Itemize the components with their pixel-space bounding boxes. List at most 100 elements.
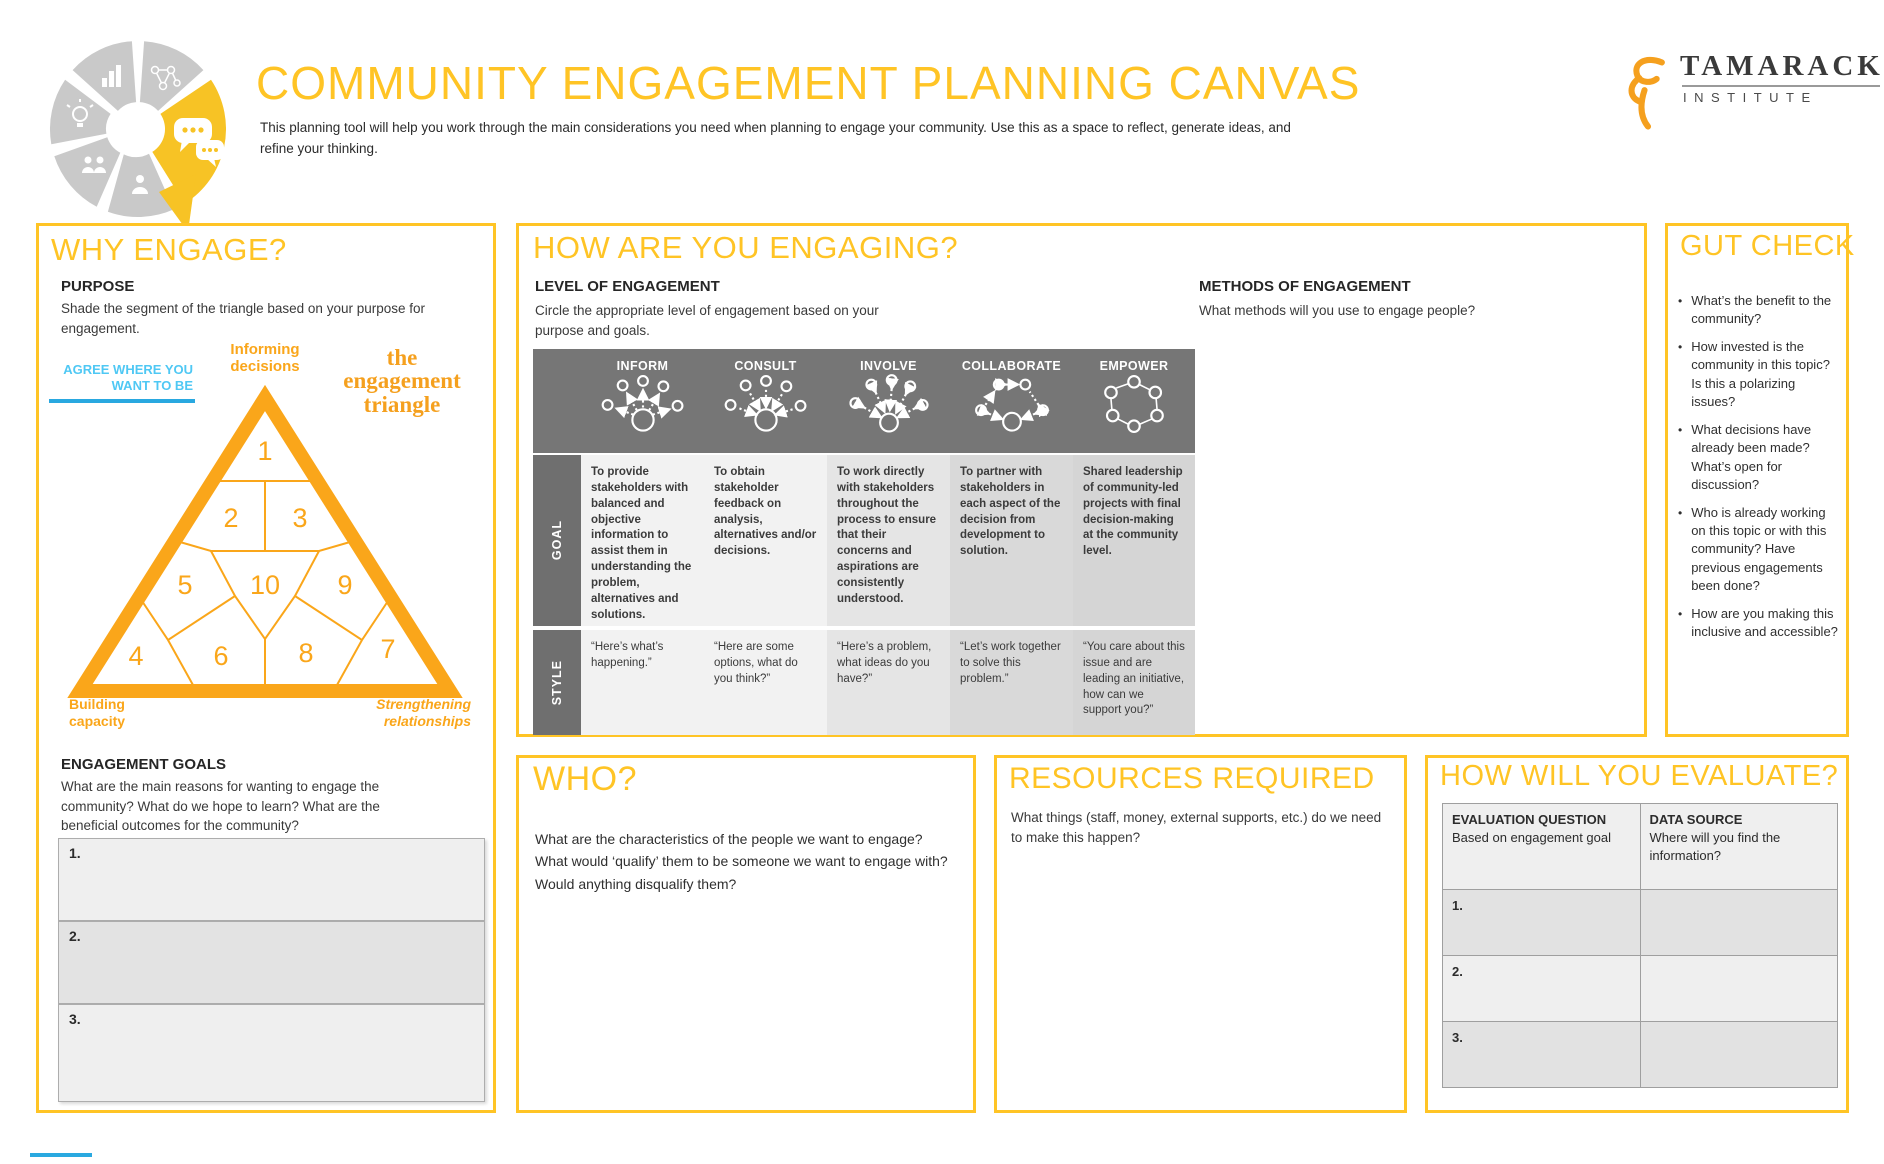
goal-cell-empower: Shared leadership of community-led proje… <box>1073 455 1195 626</box>
engagement-wheel-logo <box>49 41 227 232</box>
triangle-segment-1: 1 <box>257 436 272 466</box>
evaluation-question-input-2[interactable]: 2. <box>1442 955 1641 1022</box>
triangle-bottom-right-label: Strengthening relationships <box>376 696 471 729</box>
data-source-header: DATA SOURCE Where will you find the info… <box>1639 803 1838 890</box>
style-cell-empower: “You care about this issue and are leadi… <box>1073 630 1195 735</box>
triangle-segment-10: 10 <box>250 570 280 600</box>
goal-cell-consult: To obtain stakeholder feedback on analys… <box>704 455 827 626</box>
data-source-input-1[interactable] <box>1639 889 1838 956</box>
bullet-icon: • <box>1678 505 1683 520</box>
column-header-empower: EMPOWER <box>1073 349 1195 453</box>
network-icon <box>150 65 181 91</box>
gut-check-list: •What’s the benefit to the community? •H… <box>1678 292 1840 651</box>
empower-icon <box>1104 375 1164 433</box>
evaluation-question-header: EVALUATION QUESTION Based on engagement … <box>1442 803 1641 890</box>
triangle-segment-6: 6 <box>213 641 228 671</box>
brand-rule <box>1682 85 1880 87</box>
resources-input-area[interactable] <box>1011 868 1391 1098</box>
bullet-icon: • <box>1678 339 1683 354</box>
involve-icon <box>848 374 929 433</box>
data-source-input-3[interactable] <box>1639 1021 1838 1088</box>
bullet-icon: • <box>1678 294 1683 308</box>
purpose-text: Shade the segment of the triangle based … <box>61 301 425 336</box>
wheel-segment <box>72 41 137 111</box>
row-label-style: STYLE <box>533 630 581 735</box>
goal-input-2[interactable]: 2. <box>58 921 485 1004</box>
style-cell-collaborate: “Let’s work together to solve this probl… <box>950 630 1073 735</box>
who-panel: WHO? What are the characteristics of the… <box>516 755 976 1113</box>
gut-check-item: •How invested is the community in this t… <box>1678 338 1840 412</box>
level-heading: LEVEL OF ENGAGEMENT <box>535 278 720 295</box>
gut-check-item: •How are you making this inclusive and a… <box>1678 605 1840 642</box>
evaluate-title: HOW WILL YOU EVALUATE? <box>1440 760 1839 792</box>
triangle-segment-7: 7 <box>380 634 395 664</box>
column-header-inform: INFORM <box>581 349 704 453</box>
methods-input-area[interactable] <box>1199 326 1629 726</box>
gut-check-item: •What decisions have already been made? … <box>1678 421 1840 495</box>
goal-input-1[interactable]: 1. <box>58 838 485 921</box>
column-header-consult: CONSULT <box>704 349 827 453</box>
engagement-goals-heading: ENGAGEMENT GOALS <box>61 756 227 773</box>
engagement-goals-text: What are the main reasons for wanting to… <box>61 779 380 834</box>
wheel-segment <box>139 41 204 111</box>
collaborate-icon <box>974 378 1050 432</box>
evaluation-question-input-3[interactable]: 3. <box>1442 1021 1641 1088</box>
triangle-segment-3: 3 <box>292 503 307 533</box>
how-engaging-panel: HOW ARE YOU ENGAGING? LEVEL OF ENGAGEMEN… <box>516 223 1647 737</box>
evaluate-panel: HOW WILL YOU EVALUATE? EVALUATION QUESTI… <box>1425 755 1849 1113</box>
engagement-triangle-diagram[interactable]: 1 2 3 5 10 9 4 6 8 7 <box>39 226 493 746</box>
people-icon <box>82 156 106 173</box>
brand-name: TAMARACK <box>1680 50 1884 82</box>
triangle-segment-2: 2 <box>223 503 238 533</box>
page-title: COMMUNITY ENGAGEMENT PLANNING CANVAS <box>256 57 1361 109</box>
bullet-icon: • <box>1678 606 1683 621</box>
speech-bubbles-icon <box>174 118 224 167</box>
lightbulb-icon <box>66 99 94 127</box>
style-cell-involve: “Here’s a problem, what ideas do you hav… <box>827 630 950 735</box>
purpose-heading: PURPOSE <box>61 278 135 295</box>
wheel-segment <box>49 79 111 145</box>
level-text: Circle the appropriate level of engageme… <box>535 303 879 338</box>
how-engaging-title: HOW ARE YOU ENGAGING? <box>533 230 959 265</box>
methods-heading: METHODS OF ENGAGEMENT <box>1199 278 1411 295</box>
evaluation-question-input-1[interactable]: 1. <box>1442 889 1641 956</box>
bullet-icon: • <box>1678 422 1683 437</box>
who-title: WHO? <box>533 760 637 798</box>
triangle-top-label: Informing decisions <box>230 341 300 376</box>
triangle-segment-4: 4 <box>128 641 143 671</box>
triangle-bottom-left-label: Building capacity <box>69 696 126 729</box>
page-subtitle: This planning tool will help you work th… <box>260 120 1291 156</box>
gut-check-panel: GUT CHECK •What’s the benefit to the com… <box>1665 223 1854 737</box>
bar-chart-icon <box>102 65 121 87</box>
why-engage-title: WHY ENGAGE? <box>51 232 287 267</box>
row-label-goal: GOAL <box>533 455 581 626</box>
resources-text: What things (staff, money, external supp… <box>1011 810 1382 845</box>
who-text: What are the characteristics of the peop… <box>535 831 948 892</box>
triangle-segment-5: 5 <box>177 570 192 600</box>
gut-check-item: •What’s the benefit to the community? <box>1678 292 1840 329</box>
tamarack-logo: TAMARACK INSTITUTE <box>1622 50 1884 132</box>
wheel-segment <box>107 153 174 218</box>
triangle-segment-8: 8 <box>298 638 313 668</box>
goal-cell-collaborate: To partner with stakeholders in each asp… <box>950 455 1073 626</box>
goal-cell-inform: To provide stakeholders with balanced an… <box>581 455 704 626</box>
level-of-engagement-table[interactable]: INFORM CONSULT <box>533 349 1195 735</box>
style-cell-inform: “Here’s what’s happening.” <box>581 630 704 735</box>
gut-check-item: •Who is already working on this topic or… <box>1678 504 1840 596</box>
style-cell-consult: “Here are some options, what do you thin… <box>704 630 827 735</box>
triangle-right-label: the engagement triangle <box>343 345 461 417</box>
who-input-area[interactable] <box>535 908 955 1098</box>
tamarack-brush-icon <box>1628 56 1665 130</box>
triangle-left-label: AGREE WHERE YOU WANT TO BE <box>63 362 193 393</box>
data-source-input-2[interactable] <box>1639 955 1838 1022</box>
wheel-tail <box>159 174 196 232</box>
goal-input-3[interactable]: 3. <box>58 1004 485 1102</box>
why-engage-panel: WHY ENGAGE? PURPOSE Shade the segment of… <box>36 223 496 1113</box>
consult-icon <box>724 375 806 432</box>
blue-underline <box>49 399 195 403</box>
brand-sub: INSTITUTE <box>1683 90 1818 105</box>
footer-blue-line <box>30 1153 92 1157</box>
column-header-involve: INVOLVE <box>827 349 950 453</box>
triangle-segment-9: 9 <box>337 570 352 600</box>
